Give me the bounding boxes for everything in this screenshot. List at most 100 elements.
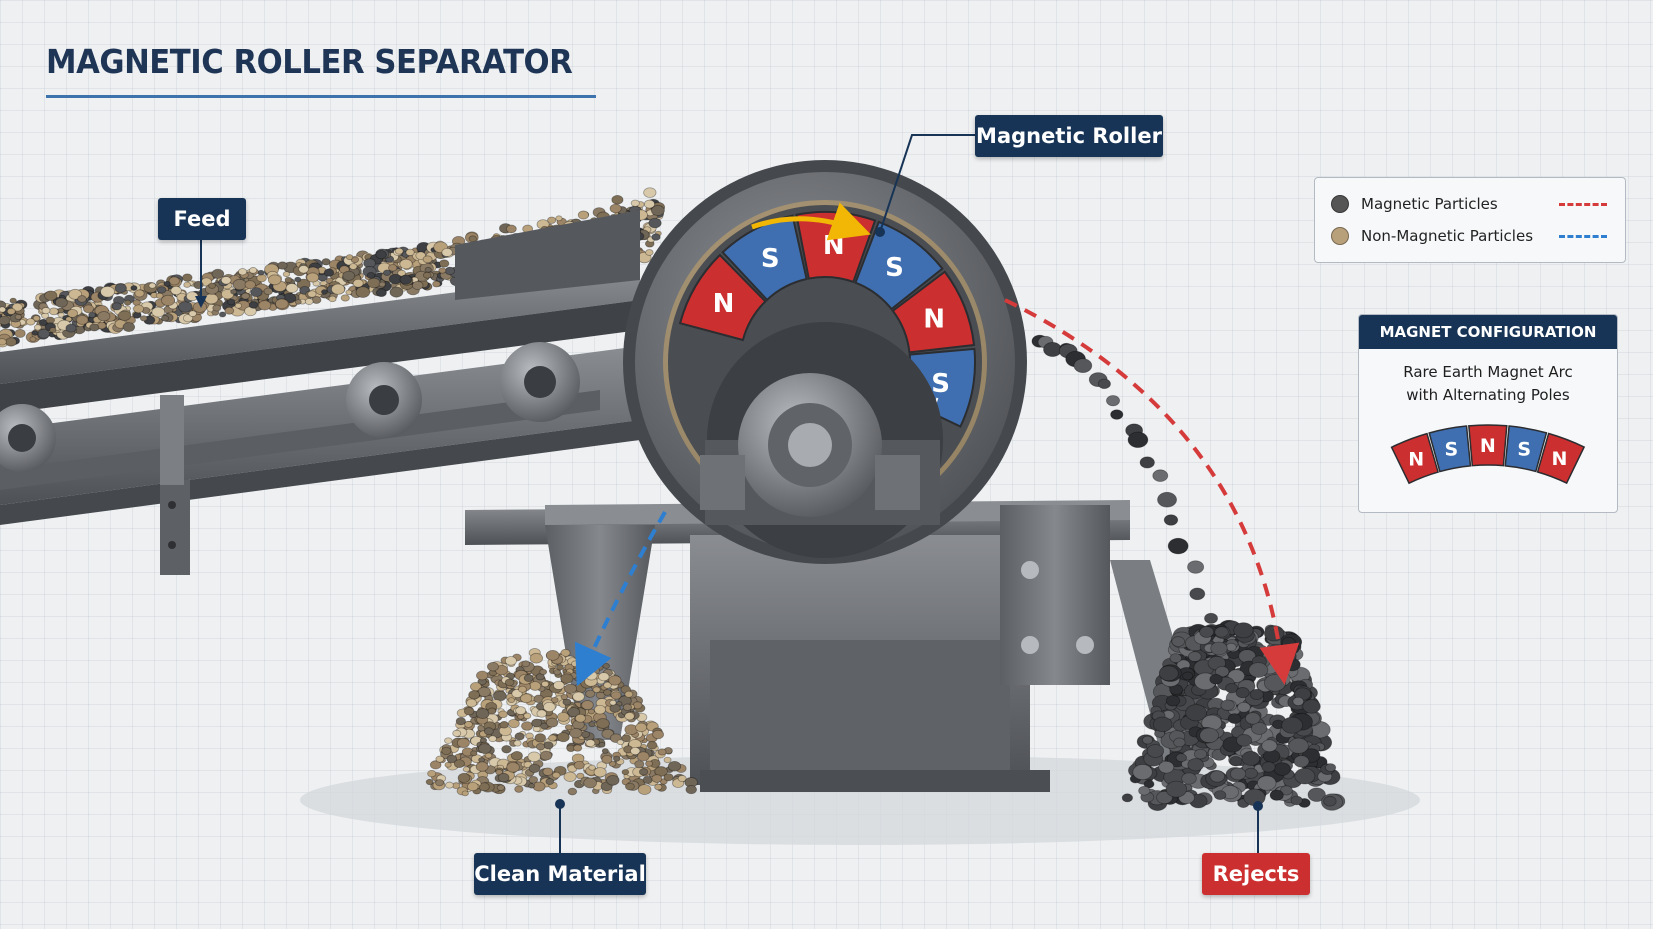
particle bbox=[282, 271, 291, 278]
particle bbox=[475, 708, 490, 719]
rotation-arrow bbox=[751, 202, 871, 241]
particle bbox=[1199, 727, 1219, 744]
particle bbox=[529, 681, 542, 691]
particle bbox=[585, 670, 598, 681]
particle bbox=[606, 774, 620, 786]
particle bbox=[1229, 756, 1243, 767]
particle bbox=[514, 732, 525, 741]
particle bbox=[609, 699, 617, 706]
particle bbox=[1073, 358, 1093, 374]
legend-item-non-magnetic: Non-Magnetic Particles bbox=[1331, 225, 1607, 247]
particle bbox=[1241, 751, 1261, 766]
particle bbox=[285, 283, 299, 294]
pole-label: N bbox=[923, 304, 945, 334]
particle bbox=[457, 772, 471, 783]
particle bbox=[248, 301, 259, 309]
particle bbox=[517, 713, 525, 720]
particle bbox=[642, 775, 653, 784]
particle bbox=[1043, 342, 1063, 357]
rejects-pile bbox=[1121, 619, 1346, 811]
particle bbox=[677, 774, 687, 783]
particle bbox=[244, 280, 256, 290]
particle bbox=[277, 261, 288, 270]
particle bbox=[389, 286, 404, 298]
particle bbox=[161, 315, 170, 322]
particle bbox=[1263, 674, 1287, 692]
particle bbox=[654, 766, 668, 777]
particle bbox=[350, 256, 359, 264]
particle bbox=[1138, 785, 1151, 796]
particle bbox=[1245, 712, 1261, 725]
particle bbox=[477, 686, 491, 698]
particle bbox=[331, 283, 346, 295]
particle bbox=[306, 272, 320, 283]
particle bbox=[248, 267, 258, 274]
particle bbox=[585, 689, 596, 698]
particle bbox=[399, 274, 413, 285]
conveyor-idler-rollers bbox=[0, 342, 580, 472]
particle bbox=[1209, 674, 1223, 685]
particle bbox=[1171, 636, 1186, 647]
particle bbox=[133, 304, 145, 314]
particle bbox=[556, 664, 564, 671]
particle bbox=[501, 745, 512, 754]
particle bbox=[1302, 699, 1321, 714]
particle bbox=[1323, 795, 1337, 807]
particle bbox=[625, 782, 635, 791]
particle bbox=[446, 754, 458, 764]
particle bbox=[610, 691, 622, 700]
particle bbox=[355, 286, 371, 298]
particle bbox=[609, 203, 622, 214]
pole-label: N bbox=[713, 289, 735, 319]
particle bbox=[1142, 735, 1154, 745]
particle bbox=[178, 301, 193, 313]
particle bbox=[1110, 409, 1124, 420]
particle bbox=[545, 717, 559, 728]
particle bbox=[424, 266, 432, 273]
particle bbox=[528, 783, 536, 789]
config-pole-label: N bbox=[1552, 448, 1568, 470]
particle bbox=[535, 743, 546, 751]
config-description: Rare Earth Magnet Arc with Alternating P… bbox=[1359, 361, 1617, 407]
particle bbox=[83, 304, 95, 314]
particle bbox=[657, 748, 667, 756]
particle bbox=[528, 775, 539, 784]
particle bbox=[1152, 716, 1173, 733]
particle bbox=[1269, 789, 1284, 801]
particle bbox=[573, 744, 583, 752]
particle bbox=[438, 267, 447, 274]
particle bbox=[435, 779, 445, 787]
particle bbox=[630, 746, 641, 756]
particle bbox=[593, 704, 607, 715]
non-magnetic-particle-swatch bbox=[1331, 227, 1349, 245]
particle bbox=[0, 315, 11, 326]
particle bbox=[163, 280, 171, 287]
particle bbox=[444, 737, 453, 744]
particle bbox=[539, 750, 553, 761]
particle bbox=[652, 729, 665, 740]
particle bbox=[48, 307, 59, 316]
particle bbox=[560, 673, 574, 684]
particle bbox=[445, 781, 454, 789]
particle bbox=[26, 318, 36, 326]
particle bbox=[429, 760, 442, 770]
particle bbox=[411, 280, 424, 290]
particle bbox=[44, 290, 58, 301]
pole-label: S bbox=[761, 244, 780, 274]
particle bbox=[366, 272, 376, 279]
clean-material-label: Clean Material bbox=[474, 853, 646, 895]
particle bbox=[1281, 716, 1303, 734]
magnet-segment bbox=[721, 214, 808, 302]
particle bbox=[563, 771, 577, 782]
particle bbox=[1210, 641, 1228, 656]
particle bbox=[529, 652, 544, 664]
particle bbox=[1220, 699, 1235, 711]
particle bbox=[151, 306, 166, 318]
particle bbox=[545, 778, 555, 786]
config-magnet-segment bbox=[1504, 425, 1548, 473]
pole-label: S bbox=[885, 253, 904, 283]
legend-item-magnetic: Magnetic Particles bbox=[1331, 193, 1607, 215]
config-magnet-segment bbox=[1536, 432, 1586, 485]
particle bbox=[114, 283, 127, 294]
